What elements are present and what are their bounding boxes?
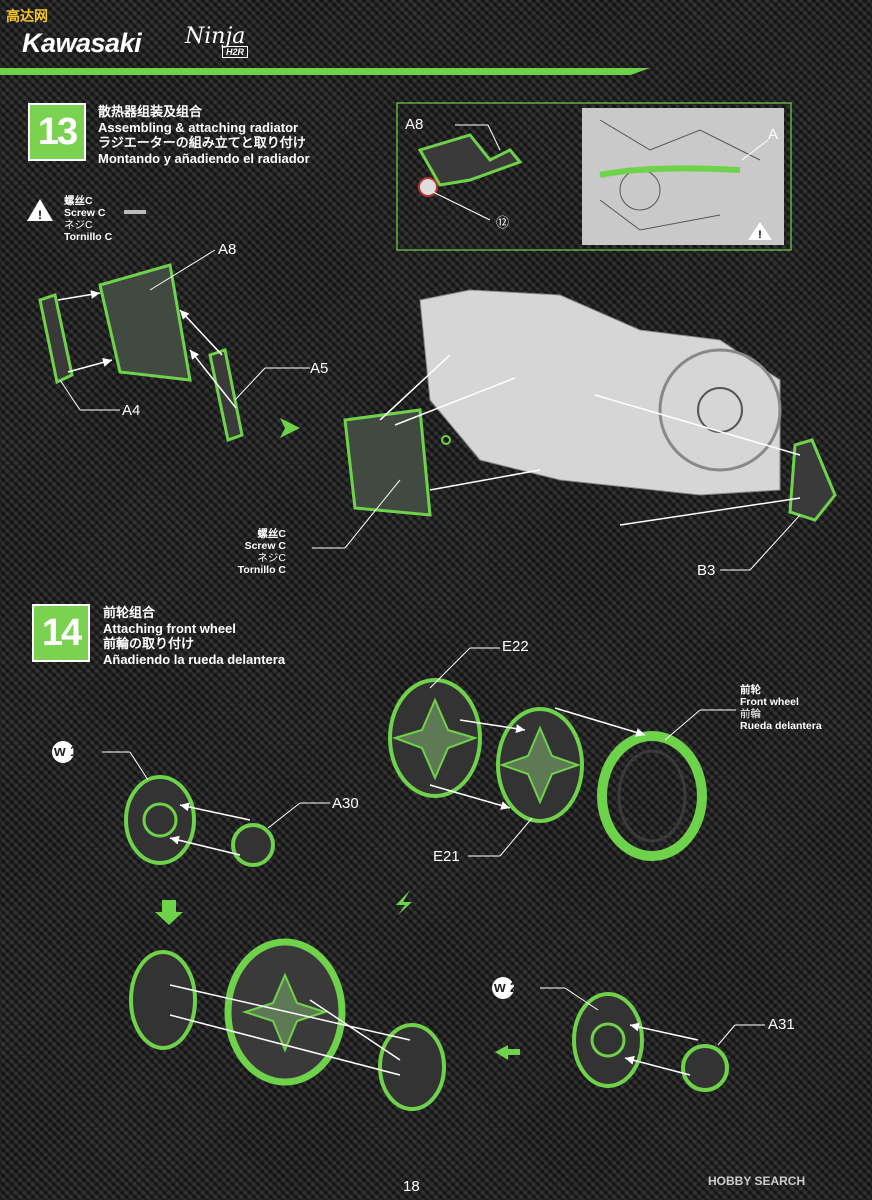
part-a4 xyxy=(38,293,74,385)
brake-disc-w2 xyxy=(572,992,644,1088)
screw-icon xyxy=(124,210,146,214)
inset-part-a8 xyxy=(417,133,523,187)
radiator-assembly xyxy=(343,408,432,517)
source-credit: HOBBY SEARCH xyxy=(708,1174,806,1188)
screw-c-en: Screw C xyxy=(64,207,106,219)
label-e21: E21 xyxy=(433,848,460,865)
front-wheel-note: 前轮 Front wheel 前輪 Rueda delantera xyxy=(740,684,822,732)
assembled-disc-right xyxy=(378,1023,446,1111)
screw-c-es: Tornillo C xyxy=(64,231,113,243)
label-a4: A4 xyxy=(122,402,141,419)
front-wheel-en: Front wheel xyxy=(740,696,799,708)
front-wheel-cn: 前轮 xyxy=(740,684,761,696)
page-number: 18 xyxy=(403,1178,420,1195)
detail-inset-box xyxy=(396,102,792,251)
inset-label-12: ⑫ xyxy=(496,215,510,230)
label-a8: A8 xyxy=(218,241,237,258)
w1-badge-circle xyxy=(52,741,74,763)
label-w2-text: w 2 xyxy=(494,979,519,996)
step-14-title-cn: 前轮组合 xyxy=(103,605,156,620)
step-14-title: 前轮组合 Attaching front wheel 前輪の取り付け Añadi… xyxy=(103,605,285,667)
svg-text:!: ! xyxy=(758,229,762,241)
step-13-title-cn: 散热器组装及组合 xyxy=(98,104,203,119)
brake-disc-w1 xyxy=(124,775,196,865)
header-accent-line xyxy=(0,68,650,75)
flow-arrow xyxy=(396,890,412,915)
assembled-disc-left xyxy=(129,950,197,1050)
watermark-logo: 高达网 xyxy=(6,8,48,24)
label-a31: A31 xyxy=(768,1016,795,1033)
screw-c-cn: 螺丝C xyxy=(64,195,93,207)
part-a30 xyxy=(231,823,275,867)
screw-c-callout-jp: ネジC xyxy=(257,552,286,564)
inset-label-a: A xyxy=(768,126,779,143)
label-e22: E22 xyxy=(502,638,529,655)
step-14-title-es: Añadiendo la rueda delantera xyxy=(103,651,286,667)
w2-badge-circle xyxy=(492,977,514,999)
step-13-title: 散热器组装及组合 Assembling & attaching radiator… xyxy=(98,104,310,166)
caution-icon xyxy=(27,199,53,221)
flow-arrow xyxy=(495,1045,520,1060)
model-sub-logo: H2R xyxy=(222,46,249,58)
part-b3 xyxy=(788,438,837,522)
label-a5: A5 xyxy=(310,360,329,377)
inset-decal xyxy=(418,177,438,197)
inset-label-a8: A8 xyxy=(405,116,424,133)
step-13-title-es: Montando y añadiendo el radiador xyxy=(98,150,310,166)
label-w1: w 1 xyxy=(54,743,78,760)
flow-arrow xyxy=(280,418,300,438)
screw-c-callout-cn: 螺丝C xyxy=(257,528,286,540)
flow-arrow xyxy=(155,900,183,925)
step-14-title-jp: 前輪の取り付け xyxy=(103,636,195,651)
label-a30: A30 xyxy=(332,795,359,812)
screw-c-jp: ネジC xyxy=(64,219,93,231)
svg-text:!: ! xyxy=(38,208,42,222)
part-a31 xyxy=(681,1044,729,1092)
step-14-title-en: Attaching front wheel xyxy=(103,620,236,636)
label-w1-text: w 1 xyxy=(54,743,79,760)
inset-highlight-part xyxy=(599,165,741,178)
label-w2: w 2 xyxy=(494,979,518,996)
inset-engine-illustration xyxy=(582,108,784,245)
screw-c-callout-es: Tornillo C xyxy=(237,564,286,576)
step-13-title-jp: ラジエーターの組み立てと取り付け xyxy=(98,135,306,150)
motorcycle-frame-illustration xyxy=(419,289,781,496)
step-14-number: 14 xyxy=(32,604,90,662)
screw-c-callout-en: Screw C xyxy=(244,540,286,552)
screw-c-callout: 螺丝C Screw C ネジC Tornillo C xyxy=(236,528,286,576)
model-logo: Ninja xyxy=(185,24,246,49)
front-wheel-jp: 前輪 xyxy=(740,708,761,720)
brand-logo: Kawasaki xyxy=(22,28,142,58)
step-13-number: 13 xyxy=(28,103,86,161)
front-tire xyxy=(597,731,707,861)
label-b3: B3 xyxy=(697,562,716,579)
step-13-title-en: Assembling & attaching radiator xyxy=(98,119,299,135)
front-wheel-es: Rueda delantera xyxy=(740,720,822,732)
inset-caution-icon xyxy=(748,222,772,240)
screw-c-note: 螺丝C Screw C ネジC Tornillo C xyxy=(64,195,112,243)
part-a8-radiator xyxy=(98,263,192,382)
